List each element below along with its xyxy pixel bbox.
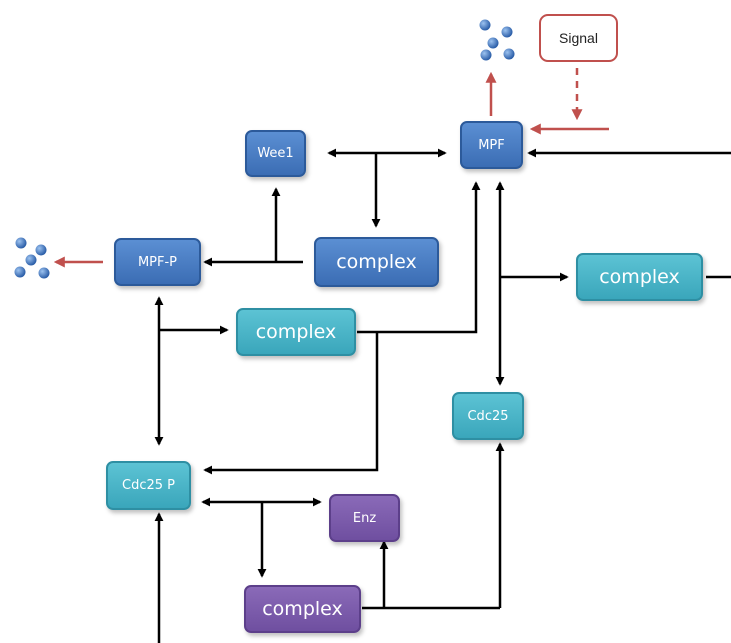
signal-box: Signal xyxy=(539,14,618,62)
molecules-left-icon xyxy=(14,237,50,279)
node-wee1: Wee1 xyxy=(245,130,306,177)
molecules-top-icon xyxy=(479,19,515,61)
node-cdc25-p: Cdc25 P xyxy=(106,461,191,510)
node-mpf-p: MPF-P xyxy=(114,238,201,286)
node-complex-mid: complex xyxy=(236,308,356,356)
node-mpf: MPF xyxy=(460,121,523,169)
node-cdc25: Cdc25 xyxy=(452,392,524,440)
node-enz: Enz xyxy=(329,494,400,542)
node-complex-right: complex xyxy=(576,253,703,301)
arrow-complex-mid-to-mpf xyxy=(357,181,481,334)
node-complex-bottom: complex xyxy=(244,585,361,633)
arrow-complex-mid-to-cdc25p xyxy=(203,332,379,475)
node-complex-wee1: complex xyxy=(314,237,439,287)
